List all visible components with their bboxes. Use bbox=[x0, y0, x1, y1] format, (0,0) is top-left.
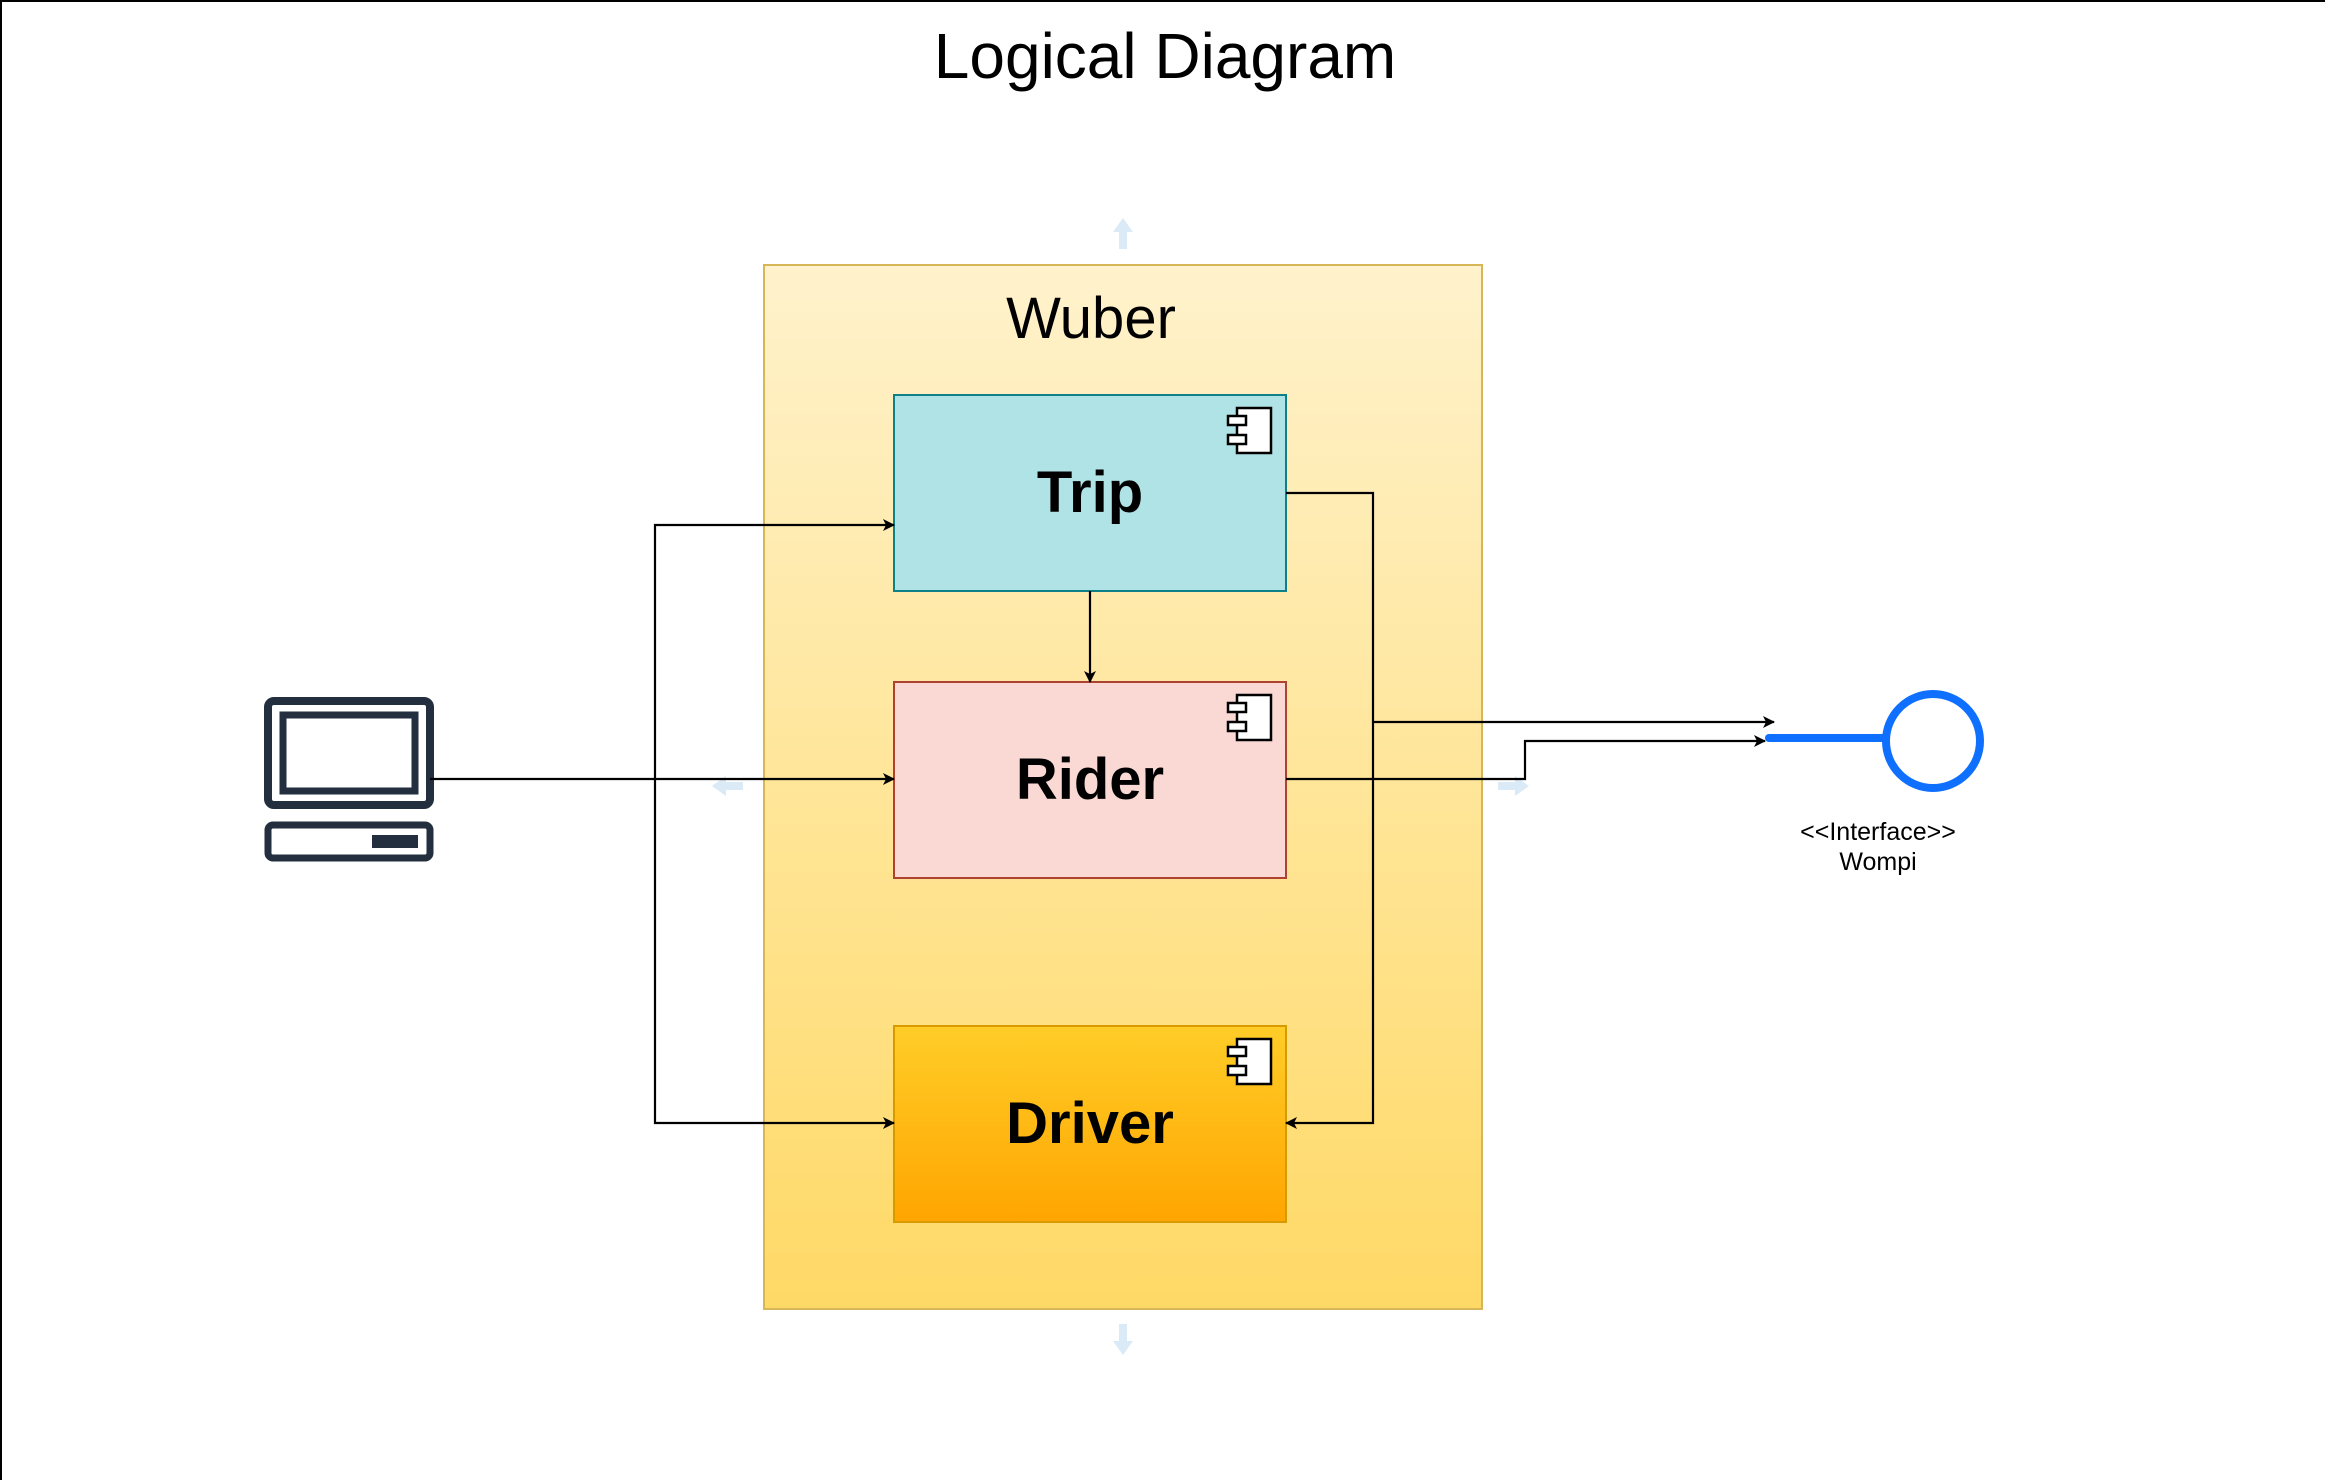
edge-rider-to-interface bbox=[1286, 735, 1766, 781]
rider-label: Rider bbox=[1016, 747, 1164, 812]
page-title: Logical Diagram bbox=[934, 20, 1396, 92]
edge-computer-to-driver bbox=[653, 779, 895, 1129]
interface-stereotype: <<Interface>> bbox=[1800, 818, 1956, 846]
container-label: Wuber bbox=[1006, 286, 1176, 351]
edge-trip-to-driver bbox=[1285, 491, 1375, 1129]
lollipop-interface-icon[interactable] bbox=[1765, 690, 1984, 792]
connectors bbox=[430, 491, 1775, 1129]
driver-component[interactable]: Driver bbox=[893, 1025, 1287, 1223]
trip-component[interactable]: Trip bbox=[893, 394, 1287, 592]
uml-component-icon bbox=[1226, 1037, 1273, 1086]
computer-icon[interactable] bbox=[264, 697, 434, 862]
trip-label: Trip bbox=[1037, 460, 1143, 525]
selection-hint-arrows bbox=[712, 218, 1529, 1355]
edge-computer-to-trip bbox=[653, 519, 895, 779]
uml-component-icon bbox=[1226, 406, 1273, 455]
rider-component[interactable]: Rider bbox=[893, 681, 1287, 879]
driver-label: Driver bbox=[1006, 1091, 1174, 1156]
uml-component-icon bbox=[1226, 693, 1273, 742]
interface-name: Wompi bbox=[1839, 848, 1916, 876]
